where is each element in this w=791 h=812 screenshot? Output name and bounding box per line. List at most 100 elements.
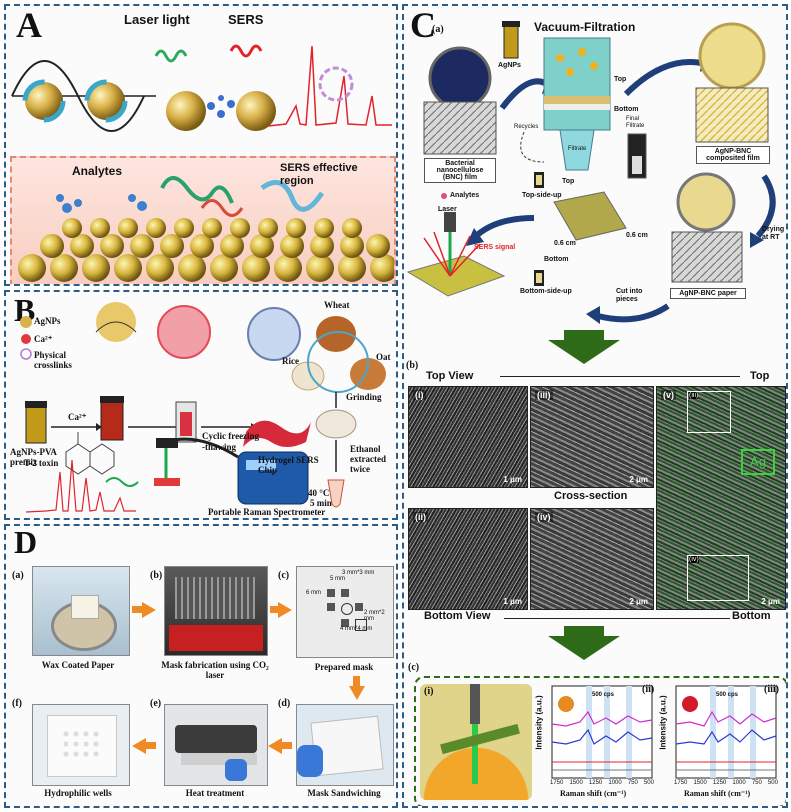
y-axis-ii: Intensity (a.u.) (534, 695, 544, 750)
panel-c: C (a) Vacuum-Filtration (402, 4, 788, 808)
flour-icon (315, 409, 357, 439)
laser-cutter-photo (164, 566, 268, 656)
sem-iii-scale: 2 μm (629, 475, 648, 484)
scale-bar-ii: 500 cps (592, 692, 615, 698)
top-side-label: Top-side-up (522, 192, 562, 199)
toxin-structure (65, 432, 115, 475)
toxin-spectrum (25, 459, 136, 513)
plasmon-diagram (11, 44, 392, 132)
bottom-right-label: Bottom (732, 610, 771, 622)
network-sphere-2 (247, 307, 301, 361)
tick-ii-750: 750 (627, 780, 638, 786)
paper-disc (676, 172, 736, 232)
tick-ii-1500: 1500 (569, 780, 583, 786)
filter-funnel (543, 37, 611, 131)
wheat-label: Wheat (324, 300, 350, 310)
gold-particle-1 (22, 79, 66, 123)
spec-iii-label: (iii) (764, 684, 779, 695)
drying-label: Drying at RT (762, 226, 785, 241)
sers-spectrum (267, 45, 392, 127)
inset-iii-label: (iii) (689, 392, 699, 399)
spectrum-chart-ii (551, 685, 653, 779)
tick-iii-1750: 1750 (674, 780, 688, 786)
tick-iii-750: 750 (751, 780, 762, 786)
spectra-frame: (i) (ii) 500 cps (414, 676, 786, 806)
fingerprint-icon (318, 66, 354, 102)
spectrometer-label: Portable Raman Spectrometer (208, 507, 326, 517)
arrow-e-to-f (132, 738, 146, 754)
x-axis-ii: Raman shift (cm⁻¹) (560, 789, 627, 798)
sem-v-label: (v) (661, 390, 676, 400)
bnc-film-disc (428, 46, 492, 110)
sandwich-photo (296, 704, 394, 786)
panel-c-letter: C (410, 5, 436, 45)
sers-label: SERS (228, 12, 264, 27)
mask-label-4: 2 mm*2 mm (364, 610, 385, 622)
sers-effective-label: SERS effective region (280, 162, 358, 187)
chip-bottom-label: Bottom (544, 256, 569, 263)
step-f-caption: Hydrophilic wells (44, 788, 112, 798)
top-view-label: Top View (426, 370, 474, 382)
step-d-tag: (d) (278, 698, 291, 709)
arrow-b-to-c (278, 602, 292, 618)
tube-icon (327, 479, 345, 508)
agnps-vial (503, 25, 519, 59)
gold-particle-2 (84, 79, 128, 123)
spectrometer-icon (156, 437, 309, 505)
tick-ii-1250: 1250 (588, 780, 603, 786)
filtrate-label: Filtrate (568, 146, 587, 152)
paper-label: AgNP-BNC paper (670, 288, 746, 299)
composite-sem (695, 87, 769, 143)
sem-ii-label: (ii) (413, 512, 428, 522)
panel-a: A Laser light SERS (4, 4, 398, 286)
spec-i-label: (i) (424, 686, 434, 697)
ca-arrow-label: Ca²⁺ (68, 412, 87, 422)
step-b-tag: (b) (150, 570, 163, 581)
protein-ribbon (160, 176, 234, 204)
sem-iv: (iv) 2 μm (530, 508, 654, 610)
scale-bar-iii: 500 cps (716, 692, 739, 698)
arrow-c-to-d (349, 686, 365, 700)
inset-iii-box: (iii) (687, 391, 731, 433)
grinding-label: Grinding (346, 392, 382, 402)
laser-head (444, 212, 456, 232)
tick-iii-1500: 1500 (693, 780, 707, 786)
bnc-sem (423, 101, 497, 155)
time-label: 5 min (310, 498, 332, 508)
legend-crosslinks: Physical crosslinks (34, 350, 72, 370)
legend-agnps: AgNPs (34, 316, 61, 326)
tick-iii-500: 500 (767, 780, 778, 786)
analytes-surface: Analytes SERS effective region (10, 156, 396, 284)
green-arrow-2 (548, 636, 620, 660)
oat-icon (350, 358, 386, 390)
tick-ii-1750: 1750 (550, 780, 564, 786)
ethanol-label: Ethanol extracted twice (350, 444, 386, 474)
composite-label: AgNP-BNC composited film (696, 146, 770, 164)
step-f-tag: (f) (12, 698, 22, 709)
analytes-label: Analytes (72, 164, 123, 178)
ticks-iii: 1750 1500 1250 1000 750 500 (674, 780, 778, 786)
laser-light-label: Laser light (124, 12, 190, 27)
premix-label: AgNPs-PVA premix (10, 447, 57, 467)
spectrum-ii-magenta (551, 710, 653, 727)
network-sphere-1 (157, 305, 211, 359)
paper-chip (553, 191, 627, 241)
molecule-icon (207, 95, 235, 118)
spectrum-chart-iii (675, 685, 777, 779)
step-a-caption: Wax Coated Paper (41, 660, 115, 670)
red-wave (229, 44, 263, 58)
spectrum-iii-blue (675, 729, 777, 745)
sem-iv-label: (iv) (535, 512, 553, 522)
laser-c-label: Laser (438, 206, 457, 213)
temp-label: 40 °C (308, 488, 330, 498)
bnc-film-label: Bacterial nanocellulose (BNC) film (424, 158, 496, 183)
spec-ii-label: (ii) (642, 684, 655, 695)
hydrogel-schematic (20, 302, 386, 513)
cross-section-label: Cross-section (554, 490, 628, 502)
sem-iii-label: (iii) (535, 390, 553, 400)
blue-ribbon (260, 179, 325, 212)
sem-v-scale: 2 μm (761, 597, 780, 606)
sub-c: (c) (408, 662, 420, 673)
ticks-ii: 1750 1500 1250 1000 750 500 (550, 780, 654, 786)
bottom-side-label: Bottom-side-up (520, 288, 572, 295)
